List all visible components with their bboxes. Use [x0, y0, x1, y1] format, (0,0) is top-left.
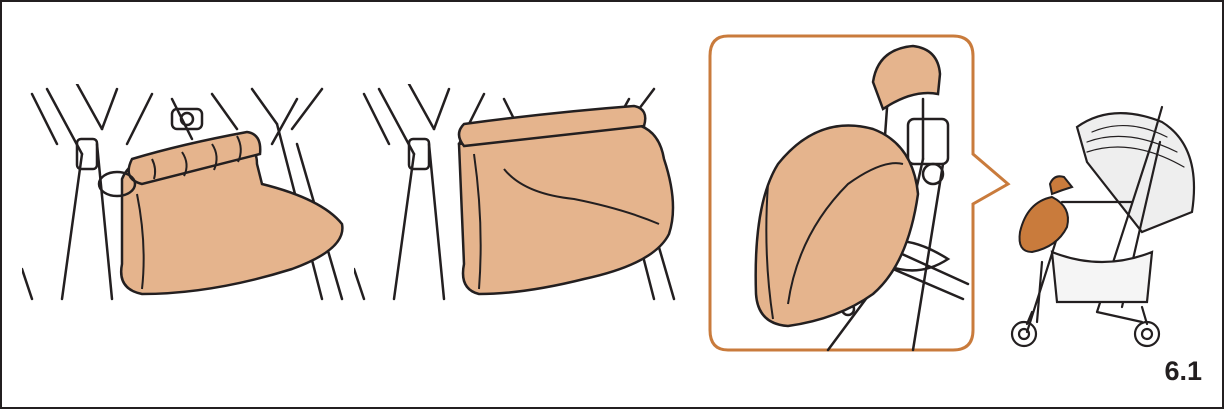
stroller-illustration: [1002, 102, 1202, 362]
footmuff-rolled-illustration: [22, 84, 352, 306]
footmuff-unrolled-illustration: [354, 84, 684, 306]
detail-callout-illustration: [708, 34, 1018, 352]
figure-label: 6.1: [1164, 356, 1202, 387]
